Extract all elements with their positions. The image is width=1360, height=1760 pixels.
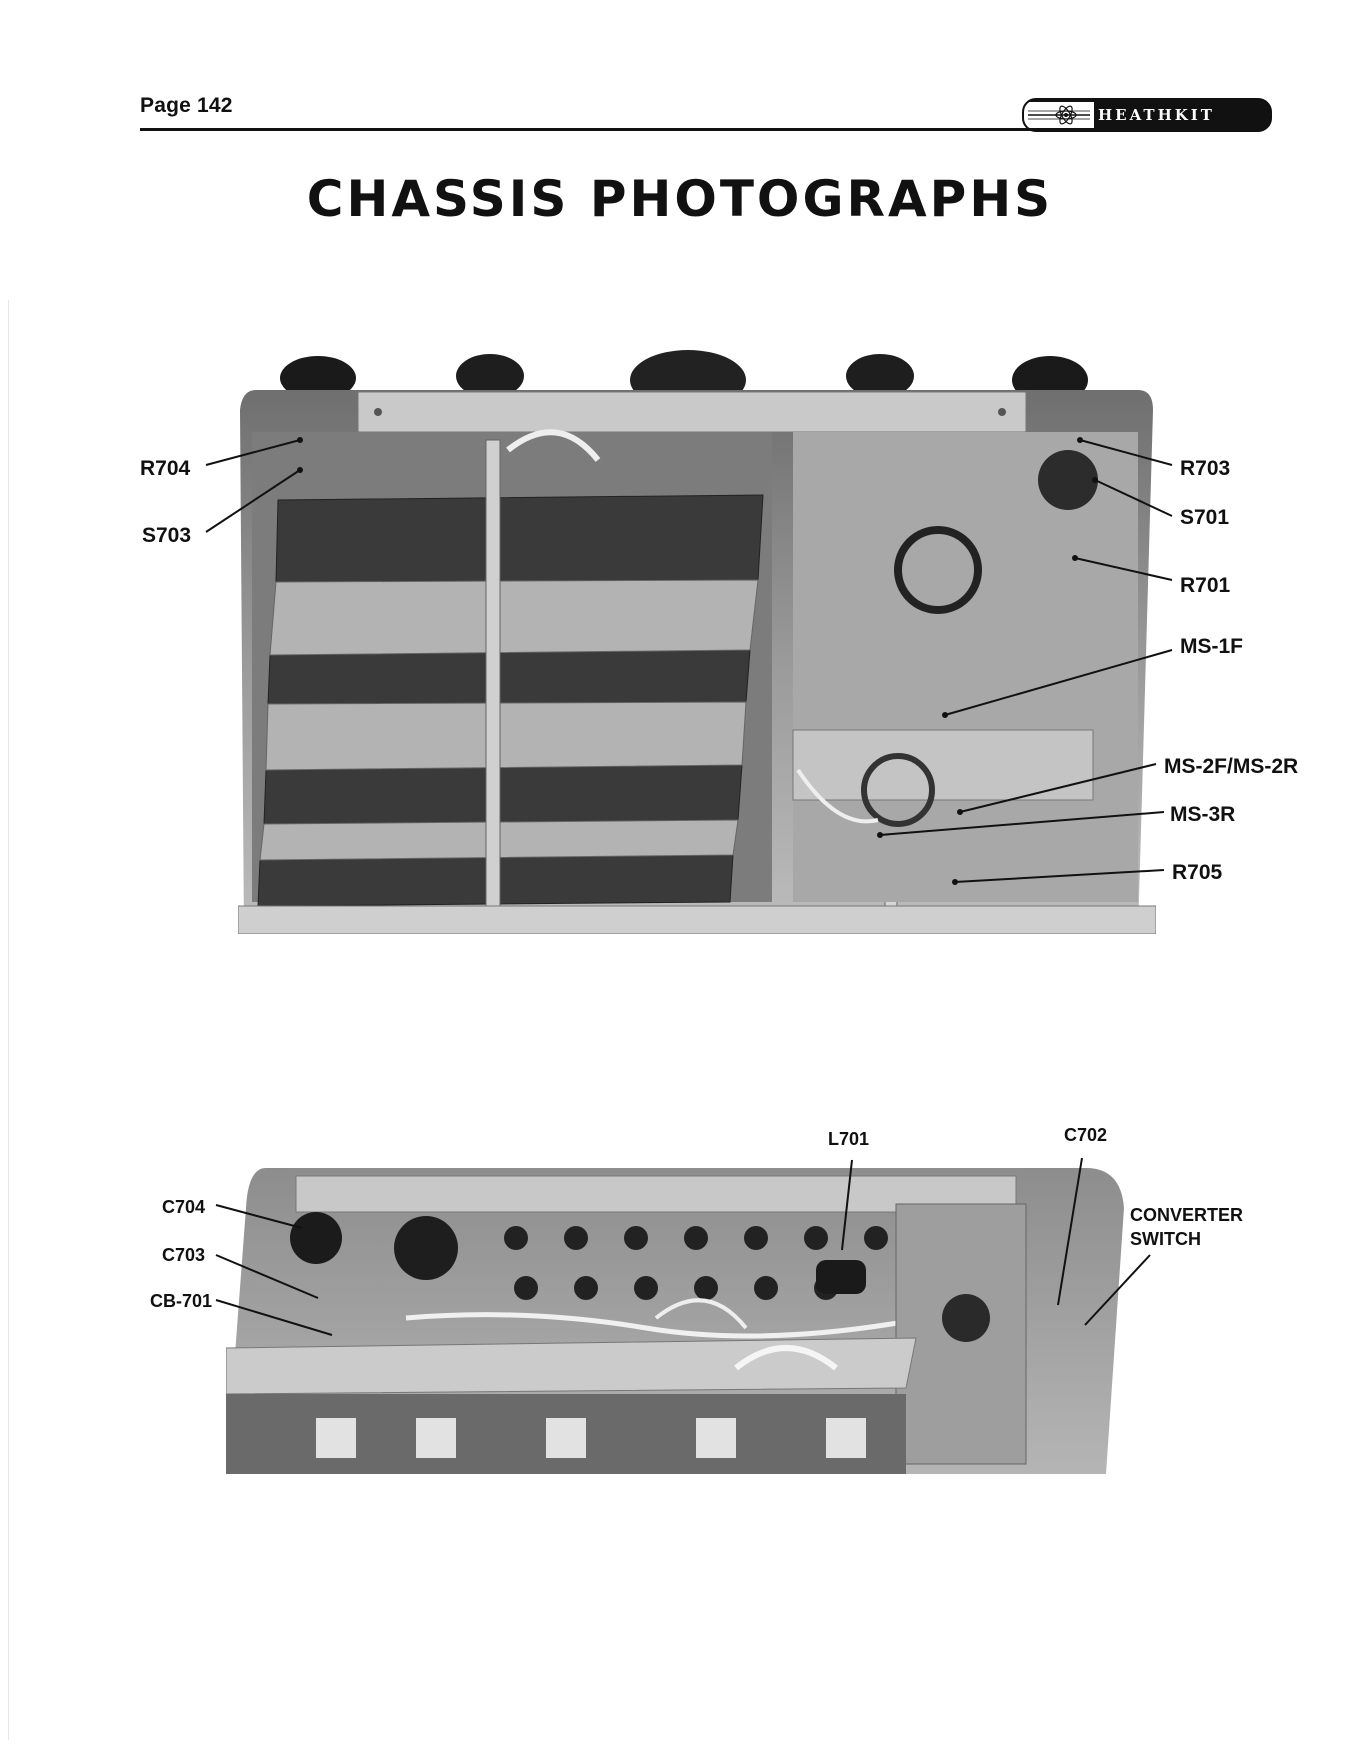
callout-switch: SWITCH (1130, 1229, 1201, 1249)
chassis-photo-top (238, 350, 1156, 934)
callout-l701: L701 (828, 1129, 870, 1149)
callout-converter: CONVERTER (1130, 1205, 1244, 1225)
callout-r704: R704 (140, 457, 191, 480)
chassis-photo-bottom (226, 1168, 1124, 1474)
callout-r701: R701 (1180, 574, 1231, 597)
callout-s703: S703 (142, 524, 192, 547)
heathkit-logo: HEATHKIT (1022, 98, 1272, 132)
callout-c702: C702 (1064, 1125, 1108, 1145)
callout-c704: C704 (162, 1197, 206, 1217)
callout-r705: R705 (1172, 861, 1223, 884)
logo-wordmark: HEATHKIT (1098, 106, 1215, 124)
callout-c703: C703 (162, 1245, 206, 1265)
header-rule (140, 128, 1262, 131)
scan-edge (8, 300, 9, 1740)
page-number: Page 142 (140, 94, 233, 117)
callout-ms-1f: MS-1F (1180, 635, 1243, 658)
atom-emblem-icon (1024, 102, 1094, 128)
page-title: CHASSIS PHOTOGRAPHS (306, 170, 1054, 228)
callout-cb-701: CB-701 (150, 1291, 213, 1311)
callout-ms-3r: MS-3R (1170, 803, 1236, 826)
callout-r703: R703 (1180, 457, 1231, 480)
callout-s701: S701 (1180, 506, 1230, 529)
callout-ms-2f-ms-2r: MS-2F/MS-2R (1164, 755, 1299, 778)
